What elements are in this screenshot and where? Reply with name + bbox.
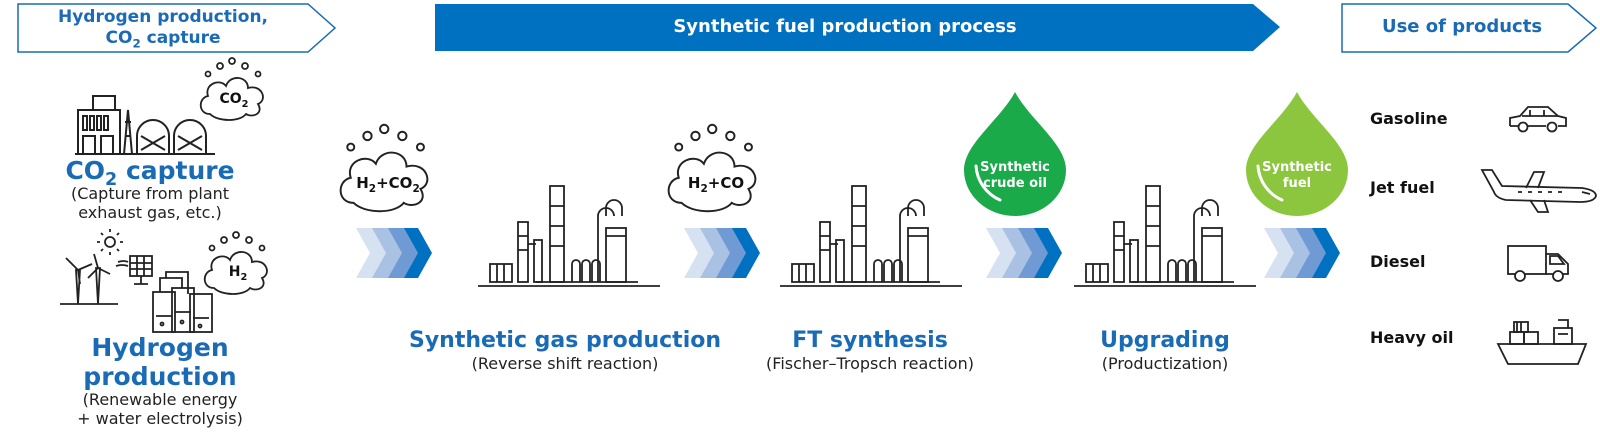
synthetic-fuel-label: Synthetic fuel xyxy=(1262,160,1332,191)
step2-title: FT synthesis xyxy=(792,328,948,353)
right-header-label: Use of products xyxy=(1381,16,1543,37)
h2-cloud-icon xyxy=(203,231,268,295)
upgrading-plant-icon xyxy=(1074,185,1256,287)
truck-icon xyxy=(1507,245,1569,282)
chevron-arrows-1-icon xyxy=(356,228,432,278)
left-header-label: Hydrogen production, CO2 capture xyxy=(18,7,308,54)
synthetic-crude-oil-label: Synthetic crude oil xyxy=(980,160,1050,191)
step1-desc: (Reverse shift reaction) xyxy=(471,354,659,373)
co2-cloud-icon xyxy=(199,57,264,121)
airplane-icon xyxy=(1480,169,1597,213)
h2-co2-cloud-label: H2+CO2 xyxy=(356,174,420,195)
hydrogen-desc: (Renewable energy + water electrolysis) xyxy=(77,390,243,428)
sun-icon xyxy=(104,236,116,248)
chevron-arrows-4-icon xyxy=(1264,228,1340,278)
h2-co-cloud-label: H2+CO xyxy=(687,174,745,195)
left-header-line2: CO2 capture xyxy=(105,28,221,51)
h2-co2-cloud-icon xyxy=(339,123,429,213)
product-heavy-oil-label: Heavy oil xyxy=(1370,328,1454,347)
step2-desc: (Fischer–Tropsch reaction) xyxy=(766,354,974,373)
step3-title: Upgrading xyxy=(1100,328,1230,353)
center-header-arrow xyxy=(435,4,1280,51)
co2-cloud-label: CO2 xyxy=(219,91,249,110)
step1-title: Synthetic gas production xyxy=(408,328,722,353)
chevron-arrows-3-icon xyxy=(986,228,1062,278)
co2-capture-desc: (Capture from plant exhaust gas, etc.) xyxy=(70,184,230,222)
hydrogen-title: Hydrogen production xyxy=(83,333,237,391)
factory-icon xyxy=(75,95,215,155)
chevron-arrows-2-icon xyxy=(684,228,760,278)
left-header-line1: Hydrogen production, xyxy=(57,7,269,27)
co2-capture-title: CO2 capture xyxy=(65,156,235,190)
h2-co-cloud-icon xyxy=(667,123,757,213)
product-diesel-label: Diesel xyxy=(1370,252,1426,271)
header-arrows xyxy=(17,3,1598,53)
step3-desc: (Productization) xyxy=(1101,354,1229,373)
h2-cloud-label: H2 xyxy=(228,264,248,283)
synthetic-gas-plant-icon xyxy=(478,185,660,287)
synthetic-crude-oil-drop-icon xyxy=(964,92,1066,216)
product-jet-fuel-label: Jet fuel xyxy=(1370,178,1435,197)
renewable-electrolysis-icon xyxy=(60,229,213,333)
left-header-arrow xyxy=(17,3,337,53)
ft-synthesis-plant-icon xyxy=(780,185,962,287)
right-header-arrow xyxy=(1341,3,1598,53)
center-header-label: Synthetic fuel production process xyxy=(673,16,1017,37)
ship-icon xyxy=(1496,319,1588,365)
synthetic-fuel-drop-icon xyxy=(1246,92,1348,216)
car-icon xyxy=(1509,106,1567,133)
product-gasoline-label: Gasoline xyxy=(1370,109,1448,128)
